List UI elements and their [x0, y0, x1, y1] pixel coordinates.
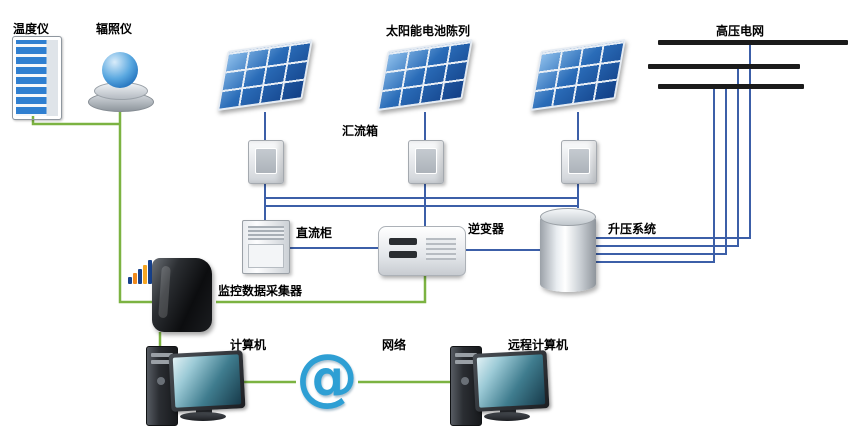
combiner-box-label: 汇流箱: [342, 124, 379, 138]
combiner-box-2: [408, 140, 444, 184]
network-label: 网络: [382, 338, 407, 352]
pv-module: [530, 38, 626, 112]
irradiance-meter-label: 辐照仪: [96, 22, 133, 36]
inverter-slot: [389, 251, 417, 258]
solar-array-label: 太阳能电池陈列: [386, 24, 471, 38]
combiner-panel: [415, 148, 437, 174]
temperature-meter-device: [12, 36, 62, 120]
monitor-base: [484, 412, 530, 421]
pc-screen: [476, 354, 546, 408]
step-up-label: 升压系统: [608, 222, 657, 236]
cabinet-vents: [248, 226, 284, 240]
pc-monitor: [168, 350, 246, 412]
step-up-device: [540, 208, 596, 292]
hv-grid-bar: [648, 64, 800, 69]
temperature-meter-label: 温度仪: [13, 22, 50, 36]
data-collector-device: [152, 258, 212, 332]
hv-grid-label: 高压电网: [716, 24, 765, 38]
hv-grid-bar: [658, 40, 848, 45]
solar-panel-2: [377, 38, 473, 166]
dc-cabinet-label: 直流柜: [296, 226, 333, 240]
solar-panel-3: [530, 38, 626, 166]
pv-module: [377, 38, 473, 112]
combiner-box-3: [561, 140, 597, 184]
at-network-icon: @: [296, 340, 358, 413]
dc-wires: [264, 42, 751, 263]
cabinet-door: [248, 244, 284, 268]
data-collector-label: 监控数据采集器: [218, 284, 303, 298]
combiner-box-1: [248, 140, 284, 184]
signal-bars-icon: [128, 258, 154, 284]
pc-screen: [172, 354, 242, 408]
pc-monitor: [472, 350, 550, 412]
combiner-panel: [568, 148, 590, 174]
inverter-device: [378, 226, 466, 276]
inverter-label: 逆变器: [468, 222, 505, 236]
dc-cabinet-device: [242, 220, 290, 274]
inverter-vent: [426, 238, 456, 260]
irradiance-dome: [102, 52, 138, 88]
remote-computer-device: [450, 338, 550, 432]
irradiance-meter-device: [88, 52, 154, 112]
remote-computer-label: 远程计算机: [508, 338, 569, 352]
solar-panel-1: [217, 38, 313, 166]
hv-grid-bar: [658, 84, 804, 89]
pv-module: [217, 38, 313, 112]
inverter-slot: [389, 238, 417, 245]
computer-label: 计算机: [230, 338, 267, 352]
monitor-wires: [31, 108, 450, 384]
combiner-panel: [255, 148, 277, 174]
monitor-base: [180, 412, 226, 421]
computer-device: [146, 338, 246, 432]
